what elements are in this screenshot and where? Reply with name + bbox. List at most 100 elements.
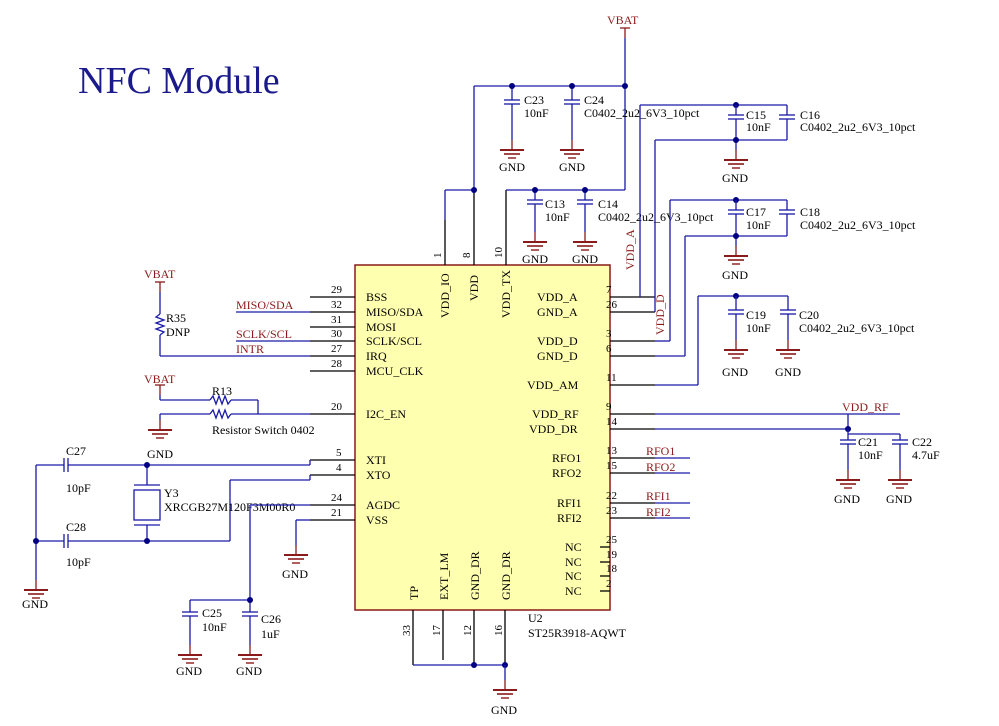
svg-text:15: 15 <box>606 460 618 472</box>
ic-body <box>354 264 611 611</box>
svg-text:C18: C18 <box>800 205 820 219</box>
svg-text:4.7uF: 4.7uF <box>912 448 940 462</box>
cap-c23-c24: GND GND C23 10nF C24 C0402_2u2_6V3_10pct <box>499 83 700 174</box>
vdd-am-rail: GND GND C19 10nF C20 C0402_2u2_6V3_10pct <box>655 293 915 386</box>
vbat-top: VBAT <box>444 13 639 220</box>
svg-text:VBAT: VBAT <box>144 267 176 281</box>
svg-text:MOSI: MOSI <box>366 320 396 334</box>
svg-text:C17: C17 <box>746 205 766 219</box>
svg-text:26: 26 <box>606 299 618 311</box>
svg-text:10nF: 10nF <box>746 120 771 134</box>
svg-text:VDD: VDD <box>467 275 481 301</box>
svg-text:VBAT: VBAT <box>607 13 639 27</box>
svg-text:10nF: 10nF <box>746 218 771 232</box>
svg-text:28: 28 <box>331 358 343 370</box>
svg-text:RFI1: RFI1 <box>557 496 582 510</box>
svg-text:19: 19 <box>606 549 618 561</box>
svg-text:C15: C15 <box>746 108 766 122</box>
svg-text:12: 12 <box>462 625 474 636</box>
svg-text:C0402_2u2_6V3_10pct: C0402_2u2_6V3_10pct <box>800 120 916 134</box>
svg-text:NC: NC <box>565 569 582 583</box>
svg-text:RFO1: RFO1 <box>646 444 675 458</box>
svg-text:2: 2 <box>606 578 612 590</box>
svg-text:GND_DR: GND_DR <box>499 551 513 600</box>
svg-text:BSS: BSS <box>366 290 387 304</box>
svg-text:C0402_2u2_6V3_10pct: C0402_2u2_6V3_10pct <box>584 106 700 120</box>
svg-text:GND: GND <box>176 664 202 678</box>
svg-text:23: 23 <box>606 505 618 517</box>
svg-text:NC: NC <box>565 540 582 554</box>
vdd-d-rail: VDD_D GND C17 10nF C18 C0402_2u2_6V3_10p… <box>653 197 916 357</box>
svg-text:VDD_A: VDD_A <box>623 229 637 270</box>
svg-text:GND: GND <box>491 703 517 717</box>
svg-text:C20: C20 <box>799 308 819 322</box>
svg-text:GND: GND <box>775 365 801 379</box>
svg-text:GND: GND <box>886 492 912 506</box>
svg-text:31: 31 <box>331 314 342 326</box>
svg-text:Resistor Switch 0402: Resistor Switch 0402 <box>212 423 315 437</box>
svg-text:1: 1 <box>432 253 444 259</box>
svg-text:14: 14 <box>606 416 618 428</box>
svg-text:GND: GND <box>522 252 548 266</box>
ic-designator: U2 <box>528 611 543 625</box>
svg-text:GND: GND <box>572 252 598 266</box>
svg-text:C24: C24 <box>584 93 604 107</box>
svg-text:C13: C13 <box>545 197 565 211</box>
vdd-rf-rail: VDD_RF GND GND C21 10nF C22 4.7uF <box>655 400 940 506</box>
svg-text:10nF: 10nF <box>545 210 570 224</box>
svg-text:GND: GND <box>22 597 48 611</box>
svg-text:GND_D: GND_D <box>537 349 578 363</box>
svg-text:C16: C16 <box>800 108 820 122</box>
svg-text:C27: C27 <box>66 444 86 458</box>
svg-text:33: 33 <box>401 625 413 637</box>
svg-text:EXT_LM: EXT_LM <box>437 552 451 600</box>
pin-gnd-dr-16: 16 GND_DR <box>493 551 513 665</box>
svg-text:6: 6 <box>606 343 612 355</box>
svg-text:16: 16 <box>493 625 505 637</box>
svg-text:13: 13 <box>606 445 618 457</box>
svg-text:20: 20 <box>331 401 343 413</box>
svg-text:GND: GND <box>236 664 262 678</box>
svg-text:C22: C22 <box>912 435 932 449</box>
agdc-caps: GND GND C25 10nF C26 1uF <box>176 504 310 678</box>
svg-text:5: 5 <box>336 447 342 459</box>
svg-text:VBAT: VBAT <box>144 372 176 386</box>
svg-text:C23: C23 <box>524 93 544 107</box>
svg-text:GND: GND <box>722 268 748 282</box>
vss-gnd: GND <box>282 519 310 581</box>
svg-text:10nF: 10nF <box>524 106 549 120</box>
svg-text:10pF: 10pF <box>66 481 91 495</box>
svg-text:R13: R13 <box>212 384 232 398</box>
svg-text:C26: C26 <box>261 612 281 626</box>
i2c-en-switch: VBAT GND R13 Resistor Switch 0402 <box>144 372 315 461</box>
svg-text:VDD_A: VDD_A <box>537 290 578 304</box>
svg-text:21: 21 <box>331 507 342 519</box>
svg-text:GND_A: GND_A <box>537 305 578 319</box>
svg-text:RFI2: RFI2 <box>557 511 582 525</box>
svg-text:10: 10 <box>493 247 505 259</box>
svg-text:30: 30 <box>331 328 343 340</box>
svg-text:C21: C21 <box>858 435 878 449</box>
pin-nc-2: 2NC <box>565 578 612 598</box>
svg-text:VDD_D: VDD_D <box>537 334 578 348</box>
